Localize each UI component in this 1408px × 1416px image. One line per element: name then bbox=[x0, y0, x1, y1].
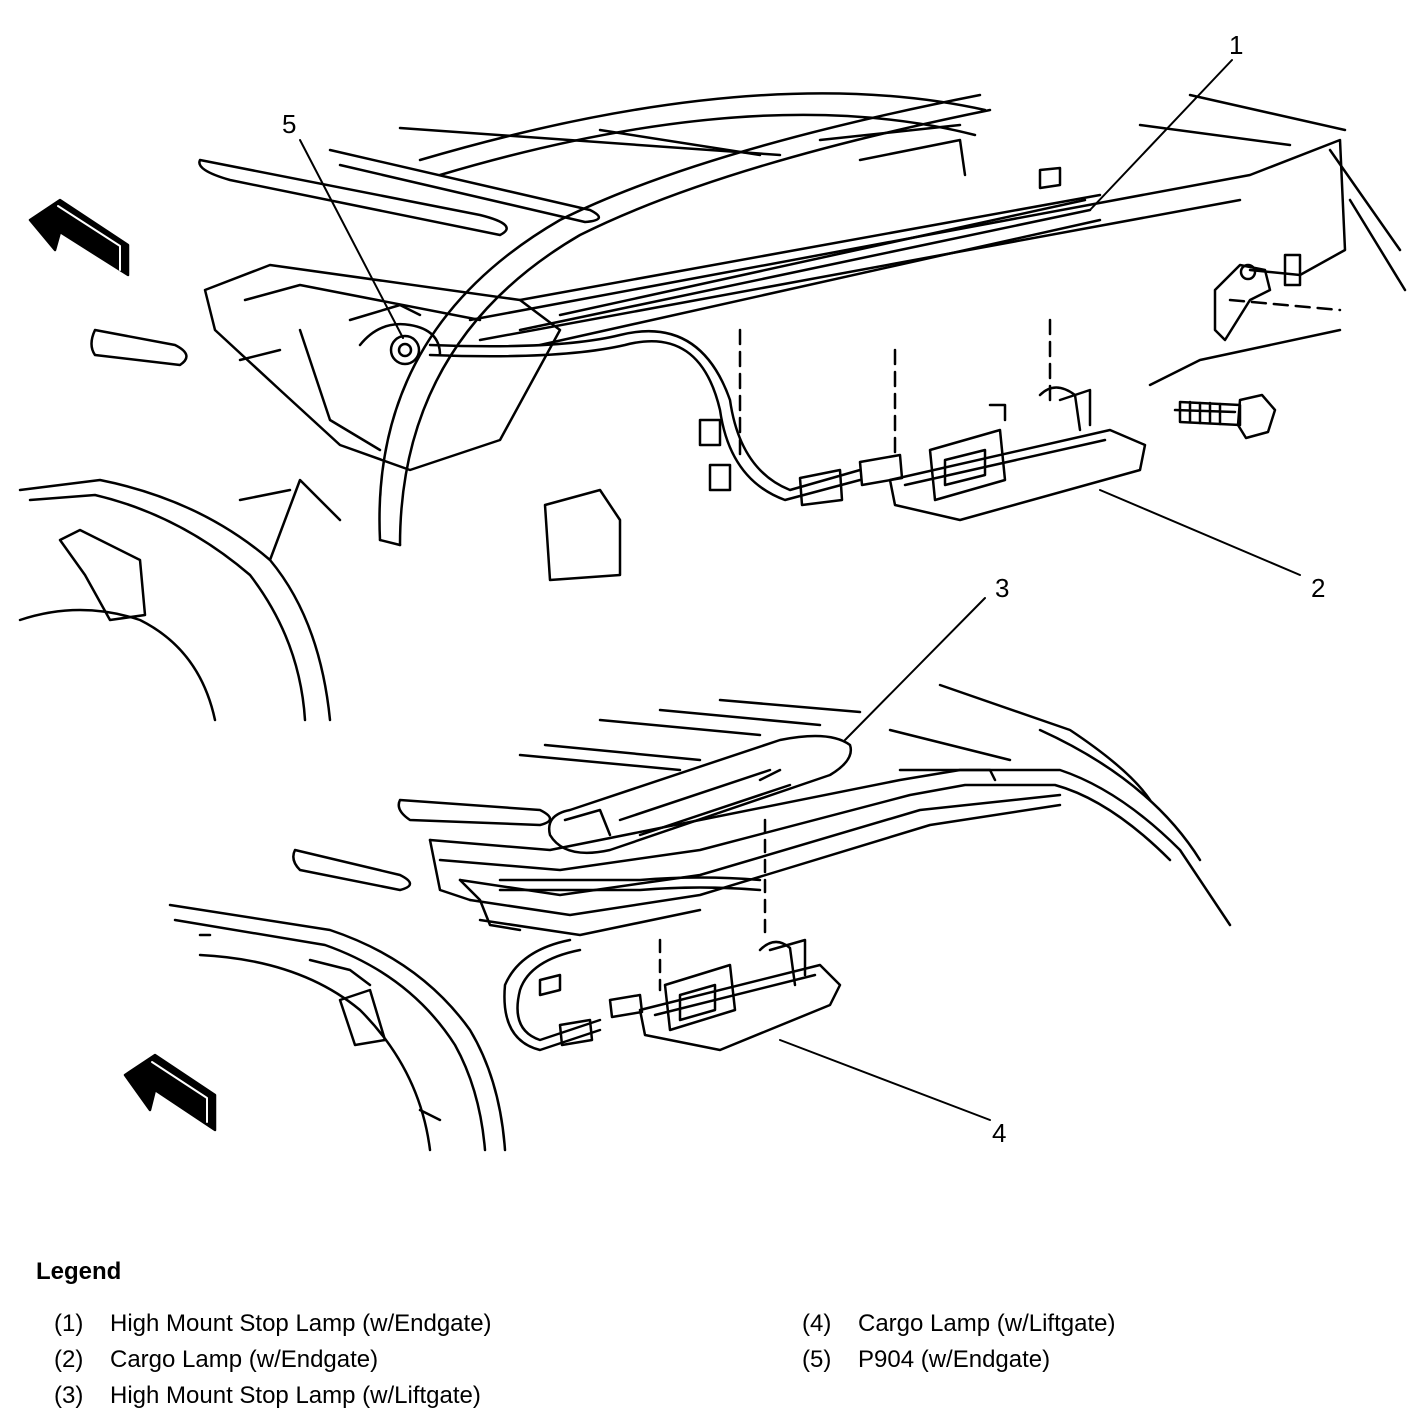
callout-3: 3 bbox=[995, 573, 1009, 603]
legend-item-text: High Mount Stop Lamp (w/Liftgate) bbox=[110, 1382, 481, 1409]
callout-2: 2 bbox=[1311, 573, 1325, 603]
callout-1: 1 bbox=[1229, 30, 1243, 60]
legend-item-number: (3) bbox=[54, 1382, 84, 1409]
legend-item-number: (2) bbox=[54, 1346, 84, 1373]
legend-item-text: P904 (w/Endgate) bbox=[858, 1346, 1051, 1373]
legend-item-number: (5) bbox=[802, 1346, 832, 1373]
legend-item: (2) Cargo Lamp (w/Endgate) bbox=[54, 1342, 492, 1378]
legend-title: Legend bbox=[36, 1258, 122, 1285]
legend-column-left: (1) High Mount Stop Lamp (w/Endgate) (2)… bbox=[54, 1306, 492, 1414]
endgate-view bbox=[18, 92, 1407, 722]
callout-4: 4 bbox=[992, 1118, 1006, 1148]
legend-item-number: (4) bbox=[802, 1310, 832, 1337]
callout-5: 5 bbox=[282, 109, 296, 139]
callout-leaders bbox=[299, 59, 1301, 1121]
legend-column-right: (4) Cargo Lamp (w/Liftgate) (5) P904 (w/… bbox=[802, 1306, 1115, 1378]
legend-item: (4) Cargo Lamp (w/Liftgate) bbox=[802, 1306, 1115, 1342]
legend-item-text: High Mount Stop Lamp (w/Endgate) bbox=[110, 1310, 492, 1337]
forward-arrow-icon bbox=[28, 198, 130, 277]
legend-item-text: Cargo Lamp (w/Liftgate) bbox=[858, 1310, 1116, 1337]
liftgate-view bbox=[123, 683, 1232, 1152]
legend-item: (3) High Mount Stop Lamp (w/Liftgate) bbox=[54, 1378, 492, 1414]
forward-arrow-icon bbox=[123, 1053, 217, 1132]
legend-item-number: (1) bbox=[54, 1310, 84, 1337]
legend-item: (1) High Mount Stop Lamp (w/Endgate) bbox=[54, 1306, 492, 1342]
legend-item: (5) P904 (w/Endgate) bbox=[802, 1342, 1115, 1378]
legend-item-text: Cargo Lamp (w/Endgate) bbox=[110, 1346, 379, 1373]
bolt-icon bbox=[1173, 393, 1277, 440]
parts-diagram: 1 2 3 4 5 bbox=[18, 30, 1407, 1152]
